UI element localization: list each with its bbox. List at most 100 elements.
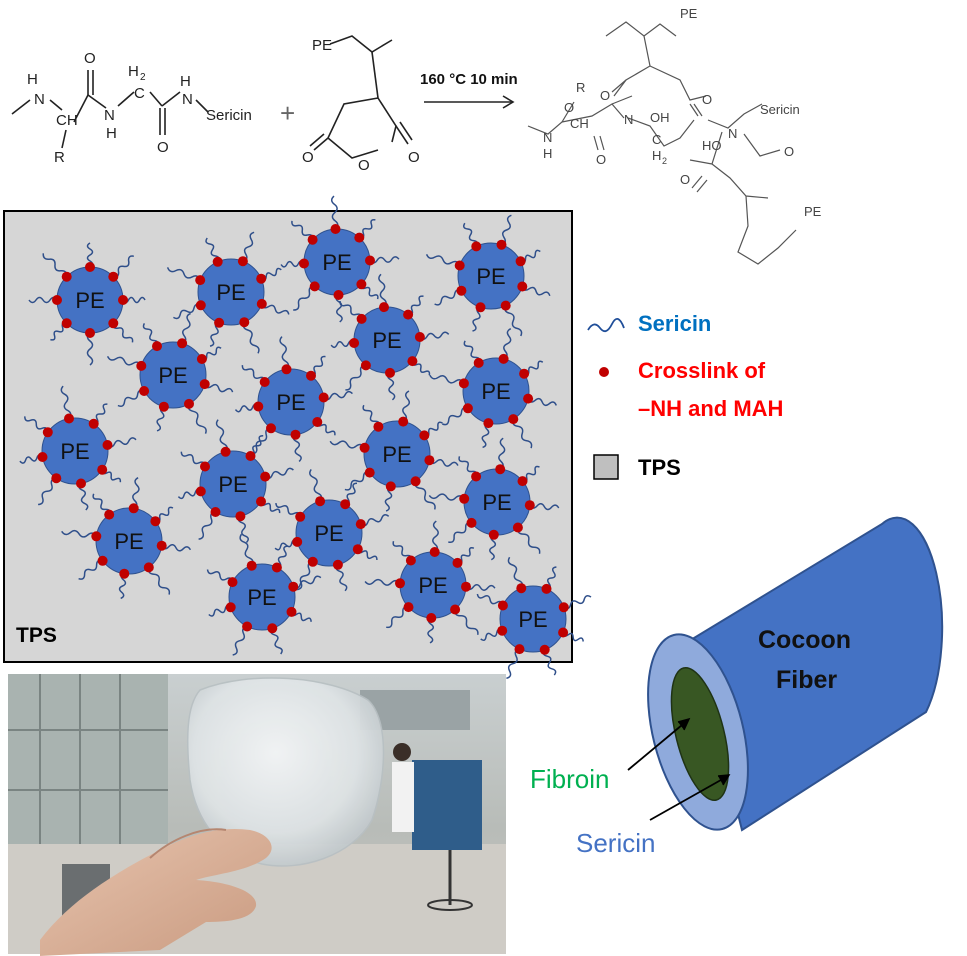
crosslink-dot [267, 623, 278, 634]
sericin-chain [504, 305, 523, 337]
sericin-chain [205, 237, 220, 263]
crosslink-dot [256, 273, 267, 284]
crosslink-dot [136, 360, 147, 371]
product-r: R [576, 80, 585, 95]
sericin-chain [86, 332, 94, 366]
reaction-arrow [424, 95, 515, 109]
photo-person [392, 762, 414, 832]
crosslink-dot [403, 309, 414, 320]
sericin-chain [198, 511, 216, 540]
crosslink-dot [210, 507, 221, 517]
product-h2-sub: 2 [662, 156, 667, 166]
sericin-chain [344, 471, 370, 491]
sericin-chain [78, 559, 103, 580]
sericin-chain [335, 564, 348, 592]
crosslink-dot [517, 281, 528, 292]
sericin-chain [458, 456, 478, 477]
pe-particle [462, 357, 530, 425]
reaction-scheme [11, 21, 797, 265]
sericin-chain [206, 569, 234, 583]
sericin-chain [465, 584, 496, 591]
sericin-chain [291, 220, 314, 240]
product-o-e: O [784, 144, 794, 159]
crosslink-dot [407, 356, 418, 367]
crosslink-dot [398, 416, 409, 427]
sericin-chain [232, 625, 248, 656]
sericin-chain [242, 321, 260, 354]
crosslink-dot [356, 279, 367, 290]
sericin-chain [563, 595, 592, 610]
crosslink-dot [373, 421, 384, 432]
crosslink-dot [515, 256, 526, 267]
fibroin-pointer [627, 719, 689, 771]
sericin-chain [38, 477, 57, 506]
legend-sericin-symbol [587, 318, 625, 333]
crosslink-dot [312, 417, 323, 427]
crosslink-dot [256, 298, 267, 309]
crosslink-dot [519, 368, 530, 379]
photo-window-grid [8, 674, 168, 844]
crosslink-dot [260, 471, 271, 482]
pe-particle [295, 499, 363, 567]
pe-particle [41, 417, 109, 485]
product-o-d: O [596, 152, 606, 167]
crosslink-dot [271, 562, 282, 573]
crosslink-dot [119, 568, 130, 579]
sericin-chain [61, 529, 97, 538]
crosslink-dot [355, 519, 366, 530]
crosslink-dot [299, 258, 309, 269]
crosslink-dot [488, 529, 499, 540]
sericin-chain [106, 437, 137, 448]
crosslink-dot [458, 378, 469, 389]
sericin-chain [360, 514, 390, 527]
crosslink-dot [385, 481, 396, 492]
crosslink-dot [450, 604, 461, 615]
pe-particle-label: PE [314, 521, 343, 546]
photo-person-head [393, 743, 411, 761]
legend-sericin-label: Sericin [638, 311, 711, 336]
reaction-condition: 160 °C 10 min [420, 71, 518, 88]
crosslink-dot [184, 398, 194, 409]
pe-particle [457, 242, 525, 310]
crosslink-dot [118, 295, 128, 305]
crosslink-dot [61, 271, 72, 282]
sericin-chain [117, 389, 145, 407]
crosslink-dot [456, 285, 467, 296]
photo-hand [40, 828, 272, 956]
crosslink-dot [414, 332, 425, 342]
fiber-body [692, 516, 944, 832]
crosslink-dot [403, 602, 414, 613]
crosslink-dot [332, 559, 343, 570]
product-h2: H [652, 148, 661, 163]
sericin-chain [448, 521, 472, 544]
pe-particle-label: PE [481, 379, 510, 404]
sericin-chain [309, 468, 323, 502]
sericin-chain [28, 296, 58, 304]
crosslink-dot [365, 255, 375, 266]
sericin-chain [181, 312, 191, 344]
amide-ch2-h: H [128, 63, 139, 80]
crosslink-dot [461, 581, 471, 592]
sericin-chain [329, 440, 366, 449]
pe-particle [197, 258, 265, 326]
crosslink-dot [42, 427, 53, 438]
pe-particle [499, 585, 567, 653]
crosslink-dot [97, 464, 108, 475]
tps-panel-label: TPS [16, 624, 57, 647]
product-o-c: O [702, 92, 712, 107]
product-oh-a: OH [650, 110, 670, 125]
crosslink-dot [523, 393, 534, 404]
crosslink-dot [85, 328, 95, 338]
product-o-f: O [680, 172, 690, 187]
crosslink-dot [309, 281, 320, 292]
crosslink-dot [500, 300, 511, 311]
crosslink-dot [225, 602, 236, 613]
crosslink-dot [143, 562, 154, 573]
sericin-chain [132, 477, 140, 509]
crosslink-dot [239, 317, 250, 328]
product-nh-n: N [543, 130, 552, 145]
product-pe-bottom: PE [804, 204, 822, 219]
crosslink-dot [471, 241, 482, 252]
